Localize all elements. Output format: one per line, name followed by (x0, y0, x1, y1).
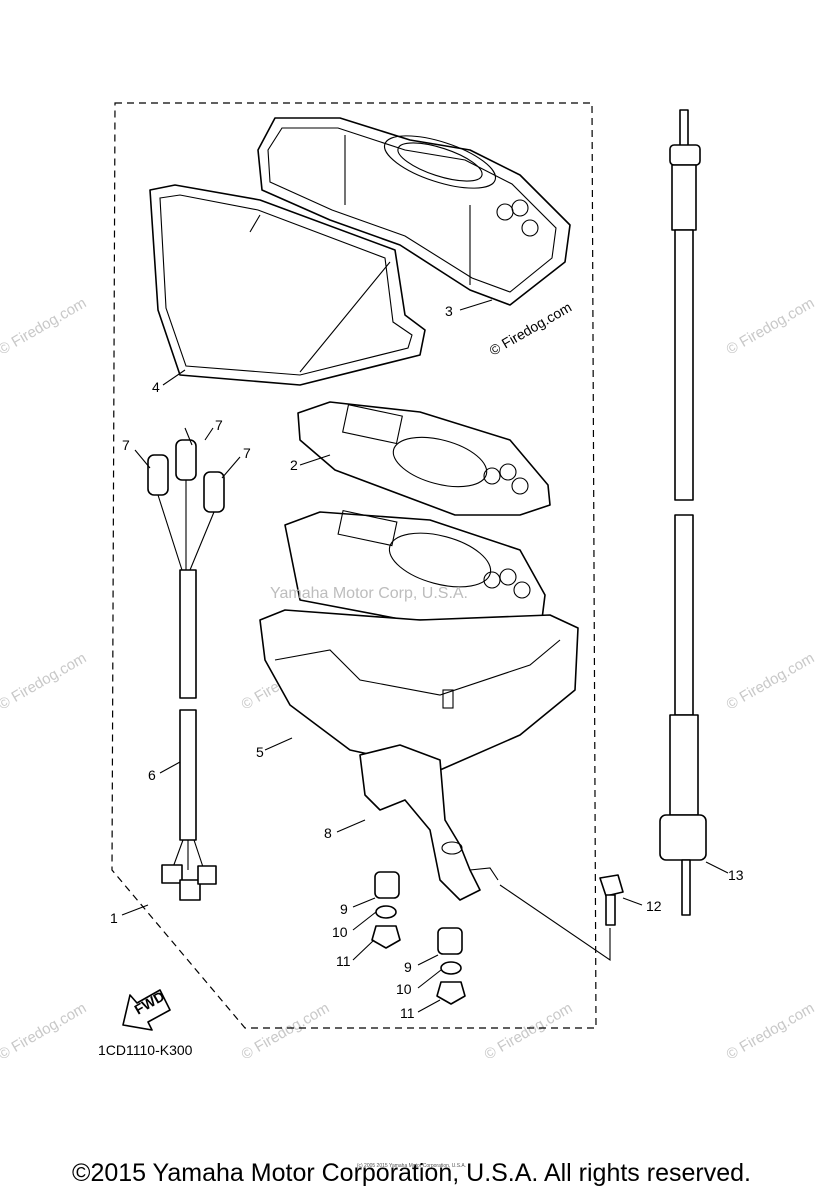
visor-part-4 (149, 184, 426, 386)
fastener-stack-left (371, 871, 401, 949)
watermark-tile: © Firedog.com (724, 649, 818, 713)
watermark-tile: © Firedog.com (0, 999, 89, 1063)
callout-11: 11 (336, 953, 351, 969)
callout-9: 9 (340, 901, 348, 917)
harness-part-6 (161, 569, 217, 901)
fwd-arrow: FWD (122, 988, 171, 1031)
meter-cover-part-3 (257, 117, 571, 306)
callout-10: 10 (396, 981, 412, 997)
callout-8: 8 (324, 825, 332, 841)
callout-6: 6 (148, 767, 156, 783)
fine-print: (c) 2005 2015 Yamaha Motor Corporation, … (356, 1163, 467, 1169)
watermark-tile: © Firedog.com (239, 999, 333, 1063)
fastener-stack-right (436, 927, 466, 1005)
main-watermark: © Firedog.com (487, 299, 575, 359)
bolt-part-12 (499, 874, 624, 962)
leader-lines (121, 299, 729, 1013)
callout-labels: 1 2 3 4 5 6 7 7 7 8 9 10 11 9 10 11 12 1… (110, 303, 744, 1021)
callout-10: 10 (332, 924, 348, 940)
callout-7: 7 (243, 445, 251, 461)
bulbs-part-7 (147, 439, 225, 571)
bracket-part-8 (359, 744, 499, 901)
part-code: 1CD1110-K300 (98, 1042, 193, 1058)
callout-7: 7 (122, 437, 130, 453)
watermark-tile: © Firedog.com (724, 294, 818, 358)
callout-9: 9 (404, 959, 412, 975)
copyright-text: ©2015 Yamaha Motor Corporation, U.S.A. A… (72, 1159, 751, 1187)
parts-diagram: © Firedog.com © Firedog.com © Firedog.co… (0, 102, 818, 1063)
callout-3: 3 (445, 303, 453, 319)
cable-part-13 (659, 109, 707, 916)
assembly-boundary (111, 102, 597, 1029)
callout-4: 4 (152, 379, 160, 395)
watermark-tile: © Firedog.com (0, 649, 89, 713)
callout-12: 12 (646, 898, 662, 914)
callout-2: 2 (290, 457, 298, 473)
callout-5: 5 (256, 744, 264, 760)
meter-body-part-5 (259, 509, 579, 771)
callout-13: 13 (728, 867, 744, 883)
callout-1: 1 (110, 910, 118, 926)
callout-11: 11 (400, 1005, 415, 1021)
watermark-tile: © Firedog.com (0, 294, 89, 358)
center-watermark: Yamaha Motor Corp, U.S.A. (270, 585, 468, 602)
watermark-tile: © Firedog.com (482, 999, 576, 1063)
watermark-tile: © Firedog.com (724, 999, 818, 1063)
panel-part-2 (297, 401, 551, 516)
callout-7: 7 (215, 417, 223, 433)
